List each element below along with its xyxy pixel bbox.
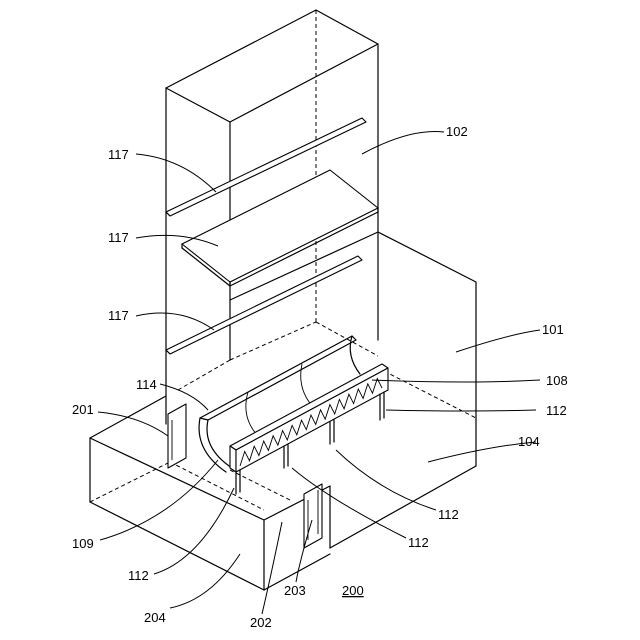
label-204: 204	[144, 610, 166, 625]
label-201: 201	[72, 402, 94, 417]
label-117-top: 117	[108, 147, 129, 162]
label-117-bottom: 117	[108, 308, 129, 323]
label-117-middle: 117	[108, 230, 129, 245]
label-112-mid: 112	[408, 535, 429, 550]
label-112-left: 112	[128, 568, 149, 583]
label-203: 203	[284, 583, 306, 598]
figure-number: 200	[342, 583, 364, 598]
plate-117-bottom	[166, 256, 362, 354]
label-114: 114	[136, 377, 157, 392]
label-102: 102	[446, 124, 468, 139]
label-108: 108	[546, 373, 568, 388]
comb-bar-108	[230, 364, 388, 472]
label-112-mid-right: 112	[438, 507, 459, 522]
label-104: 104	[518, 434, 540, 449]
label-109: 109	[72, 536, 94, 551]
label-202: 202	[250, 615, 272, 630]
label-101: 101	[542, 322, 564, 337]
label-112-right: 112	[546, 403, 567, 418]
